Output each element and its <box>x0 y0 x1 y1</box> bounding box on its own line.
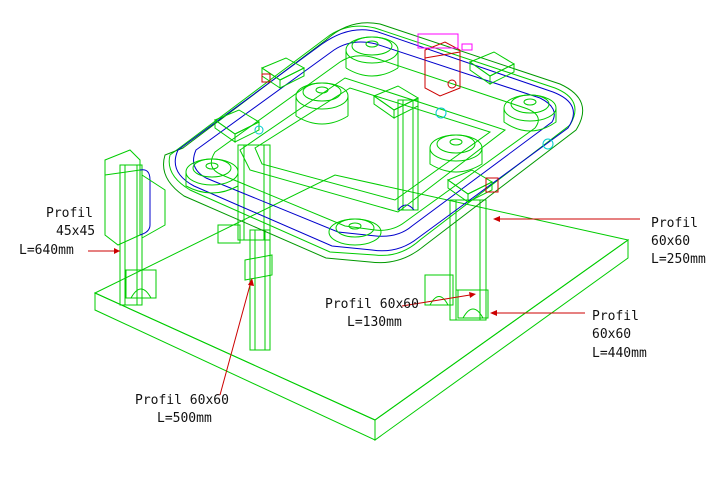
label-line: L=250mm <box>651 252 706 267</box>
label-profil-60x60-130: Profil 60x60 L=130mm <box>325 297 419 330</box>
label-line: Profil 60x60 <box>325 297 419 312</box>
drive-unit <box>261 33 499 193</box>
leg-back-right <box>397 99 419 211</box>
label-line: Profil <box>46 206 93 221</box>
pulley-back-top <box>345 36 399 77</box>
base-plate <box>93 174 630 441</box>
label-profil-60x60-250: Profil 60x60 L=250mm <box>651 216 706 267</box>
label-profil-45x45: Profil 45x45 L=640mm <box>19 206 95 258</box>
leg-front-right <box>424 199 489 321</box>
pulley-right <box>503 94 557 132</box>
label-line: Profil <box>592 309 639 324</box>
pulley-back-left <box>295 82 349 125</box>
pulley-center-right <box>429 134 483 173</box>
label-line: L=640mm <box>19 243 74 258</box>
pulley-front-center <box>328 218 382 246</box>
leg-left-back <box>119 164 157 306</box>
label-line: 45x45 <box>56 224 95 239</box>
pulley-front-left <box>185 158 239 194</box>
connector-blocks <box>213 51 516 203</box>
label-line: Profil <box>651 216 698 231</box>
cyan-accents <box>254 107 554 150</box>
gear-motor <box>104 149 166 246</box>
label-line: L=130mm <box>347 315 402 330</box>
label-line: L=500mm <box>157 411 212 426</box>
label-line: 60x60 <box>592 327 631 342</box>
label-line: L=440mm <box>592 346 647 361</box>
label-profil-60x60-500: Profil 60x60 L=500mm <box>135 393 229 426</box>
label-line: 60x60 <box>651 234 690 249</box>
leader-lines <box>88 216 640 396</box>
label-line: Profil 60x60 <box>135 393 229 408</box>
label-profil-60x60-440: Profil 60x60 L=440mm <box>592 309 647 361</box>
conveyor-loop <box>163 22 584 264</box>
leg-front-left <box>244 229 273 351</box>
